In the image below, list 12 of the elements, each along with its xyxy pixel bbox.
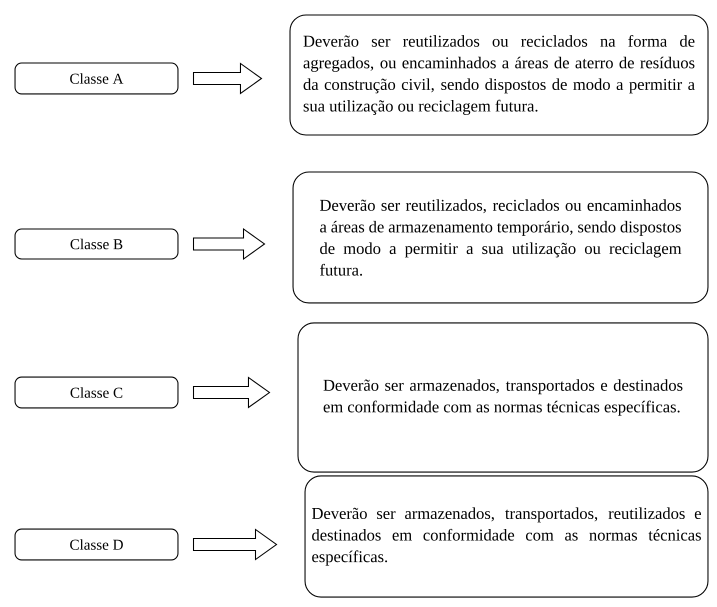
description-box: Deverão ser reutilizados ou reciclados na forma de agregados, ou encaminhados a áreas de aterro de resíduos da construção civil, sendo dispostos de modo a permitir a sua utilização ou reciclagem futura. xyxy=(289,14,709,136)
class-box: Classe B xyxy=(14,228,178,260)
block-arrow xyxy=(192,528,278,561)
class-box: Classe D xyxy=(14,528,178,560)
class-box: Classe C xyxy=(14,376,178,408)
block-arrow xyxy=(192,228,266,260)
class-box: Classe A xyxy=(14,62,178,94)
block-arrow xyxy=(192,376,270,409)
block-arrow xyxy=(192,62,262,95)
description-box: Deverão ser armazenados, transportados, reutilizados e destinados em conformidade com as normas técnicas específicas. xyxy=(304,475,709,598)
description-box: Deverão ser armazenados, transportados e destinados em conformidade com as normas técnicas específicas. xyxy=(297,322,709,473)
description-box: Deverão ser reutilizados, reciclados ou encaminhados a áreas de armazenamento temporário, sendo dispostos de modo a permitir a sua utilização ou reciclagem futura. xyxy=(292,172,709,304)
